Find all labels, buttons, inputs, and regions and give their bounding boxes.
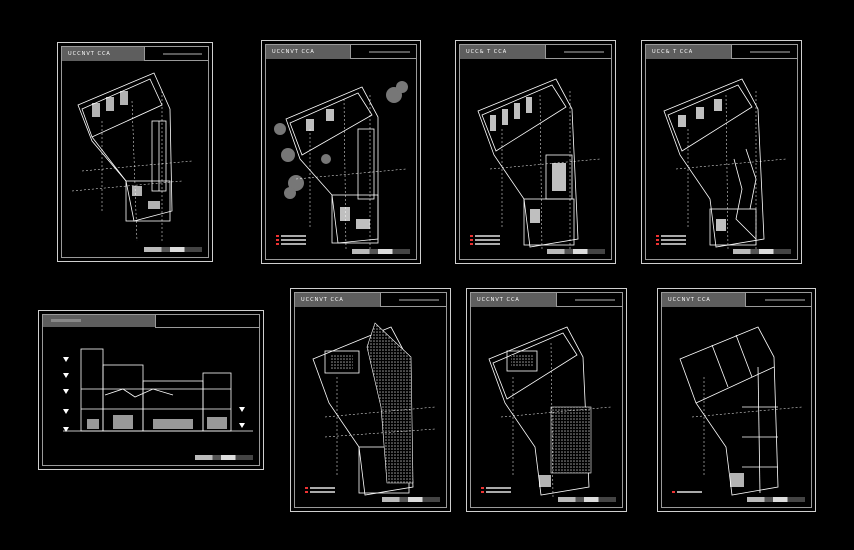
sheet-frame: UCC& T CCA xyxy=(645,44,798,260)
floor-plan xyxy=(274,81,408,250)
title-block: UCCNVT CCA xyxy=(295,293,446,307)
title-info xyxy=(350,45,416,59)
sheet-title: UCCNVT CCA xyxy=(62,47,144,61)
title-block: UCC& T CCA xyxy=(460,45,611,59)
sheet-frame: UCCNVT CCA xyxy=(470,292,623,508)
floor-plan xyxy=(312,322,436,496)
legend xyxy=(481,485,511,495)
title-block: UCC& T CCA xyxy=(646,45,797,59)
title-info xyxy=(745,293,811,307)
title-info xyxy=(155,315,259,328)
legend xyxy=(672,489,702,495)
scale-bar xyxy=(733,249,791,254)
building-section xyxy=(63,348,253,432)
title-block: UCCNVT CCA xyxy=(266,45,416,59)
sheet-frame xyxy=(42,314,260,466)
drawing-sheet-8[interactable]: UCCNVT CCA xyxy=(657,288,816,512)
title-block: UCCNVT CCA xyxy=(662,293,811,307)
scale-bar xyxy=(352,249,410,254)
floor-plan xyxy=(488,326,612,498)
drawing-sheet-7[interactable]: UCCNVT CCA xyxy=(466,288,627,512)
drawing-sheet-1[interactable]: UCCNVT CCA xyxy=(57,42,213,262)
title-info xyxy=(143,47,208,61)
scale-bar xyxy=(144,247,202,252)
legend xyxy=(305,485,335,495)
sheet-title: UCCNVT CCA xyxy=(295,293,380,307)
floor-plan xyxy=(477,78,601,250)
drawing-sheet-3[interactable]: UCC& T CCA xyxy=(455,40,616,264)
drawing-sheet-5[interactable] xyxy=(38,310,264,470)
scale-bar xyxy=(558,497,616,502)
drawing-sheet-4[interactable]: UCC& T CCA xyxy=(641,40,802,264)
legend xyxy=(276,233,306,247)
legend xyxy=(656,233,686,247)
title-info xyxy=(730,45,797,59)
title-block xyxy=(43,315,156,327)
sheet-frame: UCCNVT CCA xyxy=(661,292,812,508)
scale-bar xyxy=(382,497,440,502)
title-info xyxy=(555,293,622,307)
sheet-frame: UCCNVT CCA xyxy=(294,292,447,508)
sheet-frame: UCCNVT CCA xyxy=(61,46,209,258)
sheet-title: UCC& T CCA xyxy=(460,45,545,59)
scale-bar xyxy=(195,455,253,460)
title-info xyxy=(544,45,611,59)
floor-plan xyxy=(71,72,193,242)
scale-bar xyxy=(547,249,605,254)
drawing-sheet-2[interactable]: UCCNVT CCA xyxy=(261,40,421,264)
title-info xyxy=(379,293,446,307)
sheet-frame: UCCNVT CCA xyxy=(265,44,417,260)
floor-plan xyxy=(663,78,787,250)
sheet-title: UCCNVT CCA xyxy=(266,45,350,59)
title-block: UCCNVT CCA xyxy=(471,293,622,307)
sheet-title: UCC& T CCA xyxy=(646,45,731,59)
title-block: UCCNVT CCA xyxy=(62,47,208,61)
floor-plan xyxy=(679,326,803,496)
sheet-title: UCCNVT CCA xyxy=(662,293,746,307)
scale-bar xyxy=(747,497,805,502)
legend xyxy=(470,233,500,247)
sheet-title: UCCNVT CCA xyxy=(471,293,556,307)
drawing-sheet-6[interactable]: UCCNVT CCA xyxy=(290,288,451,512)
sheet-frame: UCC& T CCA xyxy=(459,44,612,260)
